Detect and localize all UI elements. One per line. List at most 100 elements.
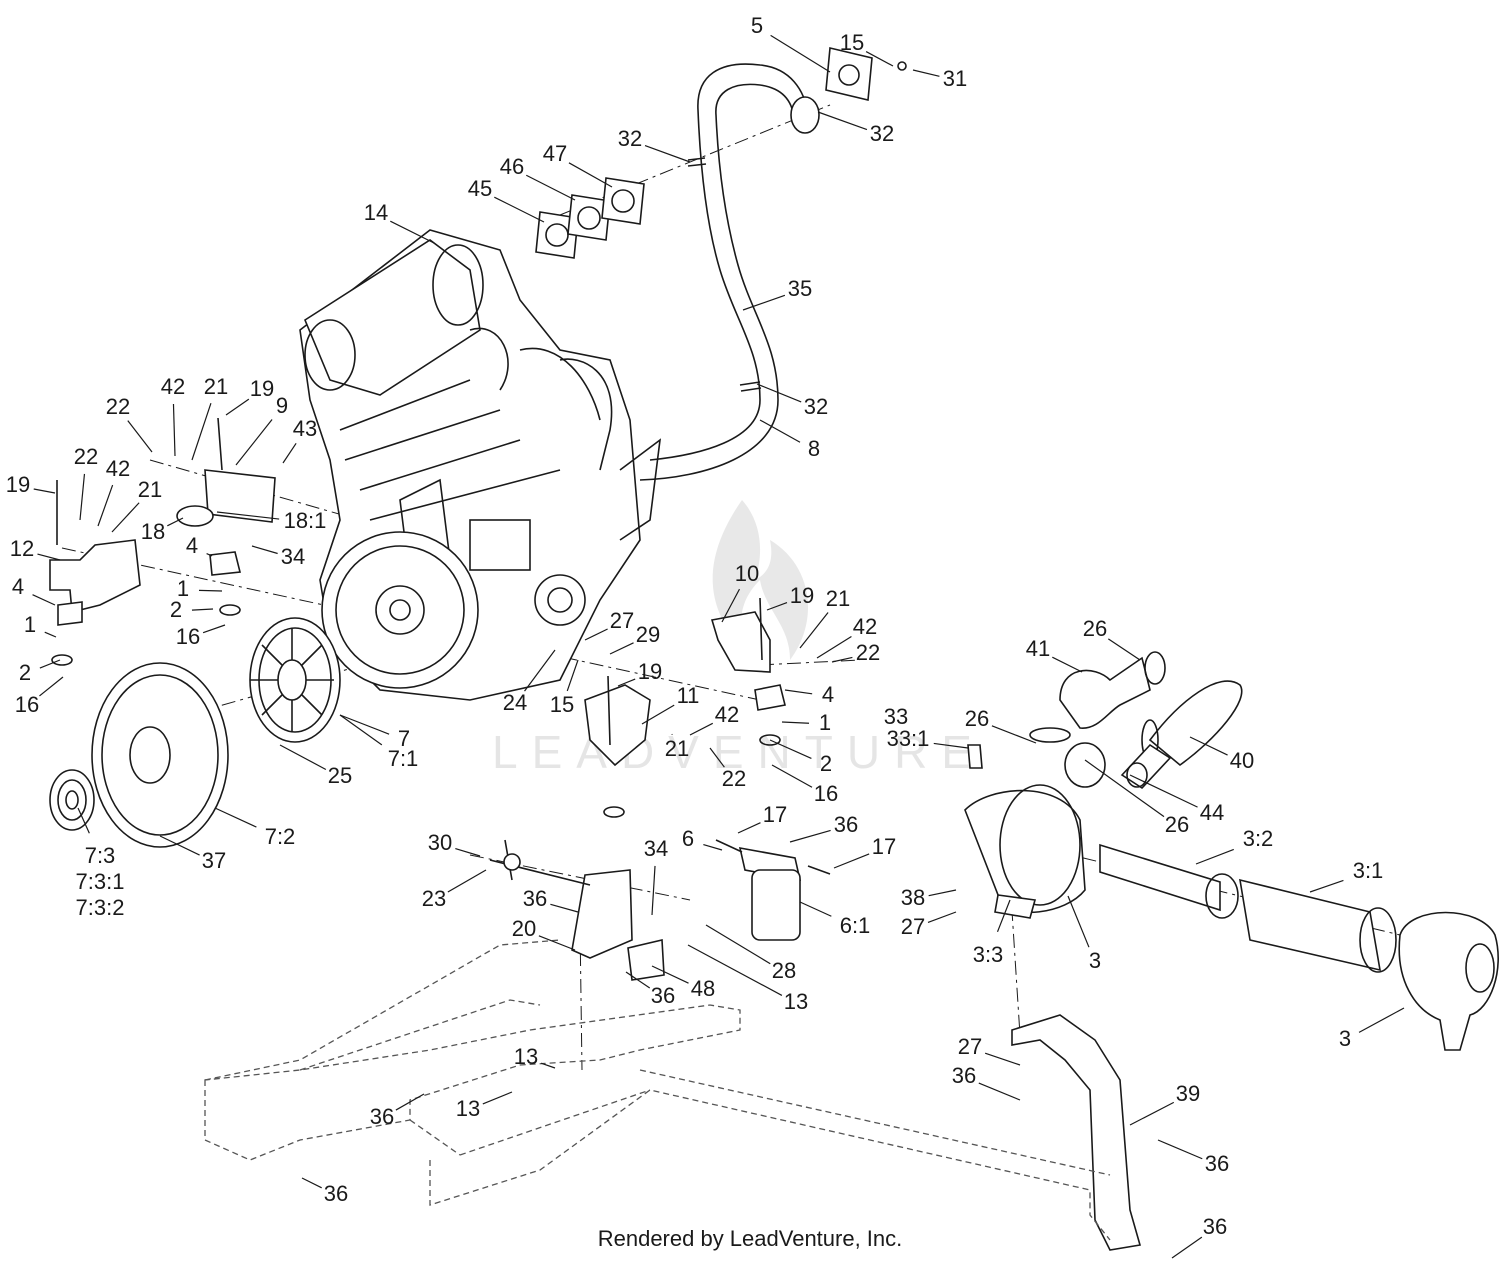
leader-10 [721,588,741,623]
drive-hub [49,769,95,831]
leader-36f [1157,1139,1203,1160]
callout-21c: 21 [826,586,850,611]
callout-16c: 16 [814,781,838,806]
callout-19d: 19 [638,659,662,684]
leader-4a [206,553,213,557]
callout-47: 47 [543,141,567,166]
callout-22a: 22 [106,394,130,419]
callout-42c: 42 [853,614,877,639]
callout-23: 23 [422,886,446,911]
callout-36g: 36 [324,1181,348,1206]
leader-36d [978,1082,1021,1101]
leader-22a [127,420,153,453]
callout-36d: 36 [952,1063,976,1088]
leader-3a [1067,895,1090,948]
leader-46 [525,174,576,201]
callout-3_3: 3:3 [973,942,1004,967]
leader-22b [79,473,86,521]
callout-21b: 21 [138,477,162,502]
callout-33_1: 33:1 [887,726,930,751]
callout-4b: 4 [12,574,24,599]
leader-2c [769,739,812,760]
leader-27c [984,1052,1021,1066]
callout-7: 7 [398,726,410,751]
leader-30 [455,848,481,857]
leader-35 [742,294,786,311]
leader-11 [641,704,675,725]
callout-30: 30 [428,830,452,855]
callout-36a: 36 [834,812,858,837]
callout-7_2: 7:2 [265,824,296,849]
callout-7_3_2: 7:3:2 [76,895,125,920]
callout-4a: 4 [186,533,198,558]
callout-7_3_1: 7:3:1 [76,869,125,894]
leader-42d [689,722,714,736]
leader-36a [789,829,831,843]
leader-39 [1129,1101,1175,1126]
callout-32b: 32 [870,121,894,146]
callout-27a: 27 [610,608,634,633]
callout-42b: 42 [106,456,130,481]
callout-36b: 36 [523,886,547,911]
bell-housing [91,662,229,848]
leader-3_1 [1309,879,1344,893]
callout-12: 12 [10,536,34,561]
callout-39: 39 [1176,1081,1200,1106]
leader-7 [339,714,390,735]
leader-8 [759,419,801,443]
callout-48: 48 [691,976,715,1001]
callout-31: 31 [943,66,967,91]
callout-36c: 36 [651,983,675,1008]
callout-26a: 26 [1083,616,1107,641]
leader-4b [32,594,56,606]
leader-36b [550,903,579,913]
leader-34a [251,545,278,555]
callout-13b: 13 [514,1044,538,1069]
leader-21a [191,402,212,461]
leader-2b [39,659,61,669]
leader-7_3 [77,807,90,834]
leader-32a [644,144,691,163]
callout-44: 44 [1200,800,1224,825]
leader-16c [771,764,813,788]
leader-44 [1129,774,1198,808]
callout-13a: 13 [784,989,808,1014]
leader-26c [1084,759,1165,818]
callout-2c: 2 [820,751,832,776]
callout-4c: 4 [822,682,834,707]
leader-43 [282,442,297,464]
leader-2a [191,608,214,611]
callout-26b: 26 [965,706,989,731]
callout-21a: 21 [204,374,228,399]
leader-28 [705,924,771,965]
callout-16a: 16 [176,624,200,649]
callout-36e: 36 [370,1104,394,1129]
leader-42c [816,635,852,659]
leader-47 [568,162,613,188]
callout-leaders [32,34,1405,1259]
callout-24: 24 [503,690,527,715]
leader-40 [1189,736,1228,756]
leader-26b [991,725,1037,744]
render-credit: Rendered by LeadVenture, Inc. [597,1226,903,1251]
callout-9: 9 [276,393,288,418]
gaskets [535,177,645,259]
flex-coupling [249,617,341,743]
leader-31 [912,69,940,77]
air-cleaner-assembly [964,784,1499,1051]
leader-1a [198,589,223,592]
outer-filter [1239,878,1381,972]
leader-16a [202,624,226,634]
callout-18_1: 18:1 [284,508,327,533]
leader-1c [781,721,810,724]
leader-33_1 [933,742,969,749]
leader-38 [928,889,957,897]
callout-43: 43 [293,416,317,441]
leader-1b [44,631,57,638]
callout-3_1: 3:1 [1353,858,1384,883]
leader-18 [167,517,184,527]
callout-26c: 26 [1165,812,1189,837]
callout-34a: 34 [281,544,305,569]
